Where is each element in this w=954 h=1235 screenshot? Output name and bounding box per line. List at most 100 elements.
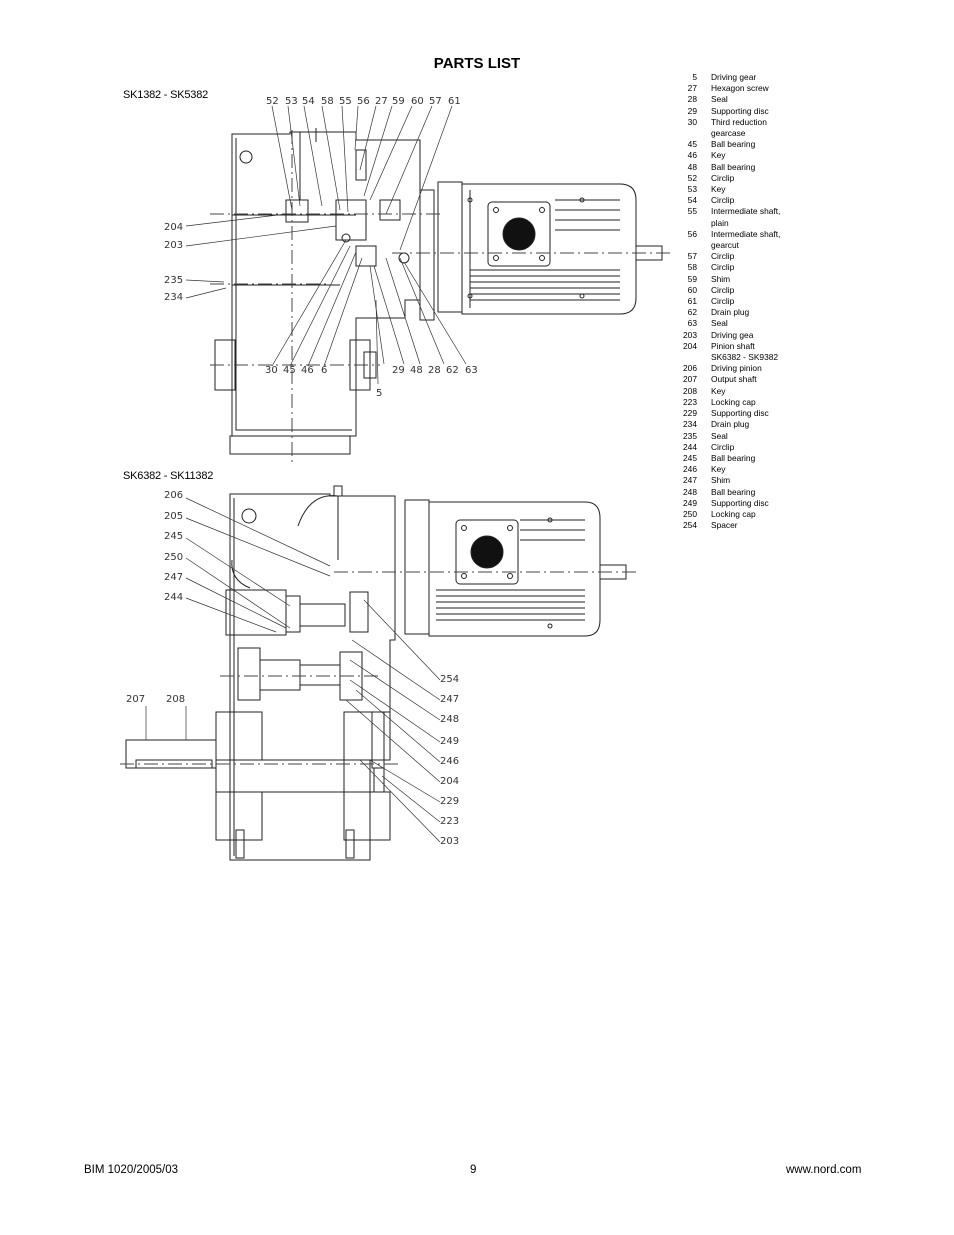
part-description: SK6382 - SK9382 [711, 352, 779, 363]
callout: 254 [440, 674, 459, 685]
part-number: 248 [683, 486, 697, 497]
part-description: Circlip [711, 195, 735, 206]
part-description: Circlip [711, 441, 735, 452]
footer-page-number: 9 [470, 1164, 477, 1176]
callout: 204 [164, 222, 183, 233]
part-number: 203 [683, 329, 697, 340]
part-number: 46 [687, 150, 697, 161]
callout: 204 [440, 776, 459, 787]
part-description: Circlip [711, 296, 735, 307]
part-number: 223 [683, 396, 697, 407]
parts-list-row: 48 Ball bearing [670, 162, 810, 173]
callout: 48 [410, 365, 423, 376]
part-description: Key [711, 184, 726, 195]
part-description: Intermediate shaft, gearcut [711, 228, 781, 251]
part-number: 235 [683, 430, 697, 441]
part-description: Shim [711, 475, 731, 486]
callout: 246 [440, 756, 459, 767]
part-number: 62 [687, 307, 697, 318]
callout: 52 [266, 96, 279, 107]
callout: 244 [164, 592, 183, 603]
callout: 249 [440, 736, 459, 747]
callout: 205 [164, 511, 183, 522]
part-number: 53 [687, 184, 697, 195]
part-description: Ball bearing [711, 139, 756, 150]
part-number: 254 [683, 520, 697, 531]
callout: 60 [411, 96, 424, 107]
callout: 59 [392, 96, 405, 107]
part-number: 60 [687, 284, 697, 295]
part-number: 48 [687, 161, 697, 172]
part-description: Locking cap [711, 508, 756, 519]
callout: 229 [440, 796, 459, 807]
part-description: Key [711, 150, 726, 161]
part-description: Ball bearing [711, 161, 756, 172]
callout: 54 [302, 96, 315, 107]
part-description: Third reduction gearcase [711, 116, 767, 139]
parts-list-row: 223 Locking cap [670, 397, 810, 408]
part-description: Driving pinion [711, 363, 762, 374]
part-description: Seal [711, 94, 728, 105]
part-description: Hexagon screw [711, 83, 769, 94]
part-number: 28 [687, 94, 697, 105]
part-description: Drain plug [711, 419, 750, 430]
part-description: Locking cap [711, 396, 756, 407]
part-number: 29 [687, 105, 697, 116]
callout: 63 [465, 365, 478, 376]
callout: 206 [164, 490, 183, 501]
part-number: 63 [687, 318, 697, 329]
callout: 248 [440, 714, 459, 725]
callout: 250 [164, 552, 183, 563]
parts-list-row: SK6382 - SK9382 [670, 352, 810, 363]
callout: 28 [428, 365, 441, 376]
motor-2 [404, 499, 627, 637]
part-number: 61 [687, 296, 697, 307]
part-description: Driving gear [711, 72, 757, 82]
drawing2-label: SK6382 - SK11382 [123, 470, 214, 482]
parts-list-row: 46 Key [670, 150, 810, 161]
part-number: 27 [687, 83, 697, 94]
callout: 56 [357, 96, 370, 107]
callout: 234 [164, 292, 183, 303]
part-number: 245 [683, 452, 697, 463]
part-description: Drain plug [711, 307, 750, 318]
callout: 29 [392, 365, 405, 376]
part-description: Key [711, 464, 726, 475]
callout: 58 [321, 96, 334, 107]
callout: 247 [440, 694, 459, 705]
parts-list-row: 61 Circlip [670, 296, 810, 307]
callout: 6 [321, 365, 327, 376]
callout: 5 [376, 388, 382, 399]
part-description: Output shaft [711, 374, 757, 385]
part-description: Spacer [711, 520, 738, 531]
callout: 46 [301, 365, 314, 376]
gearbox-1 [214, 128, 435, 455]
parts-list-row: 53 Key [670, 184, 810, 195]
callout: 235 [164, 275, 183, 286]
callout: 247 [164, 572, 183, 583]
part-number: 207 [683, 374, 697, 385]
callout: 62 [446, 365, 459, 376]
part-description: Ball bearing [711, 486, 756, 497]
part-description: Circlip [711, 172, 735, 183]
